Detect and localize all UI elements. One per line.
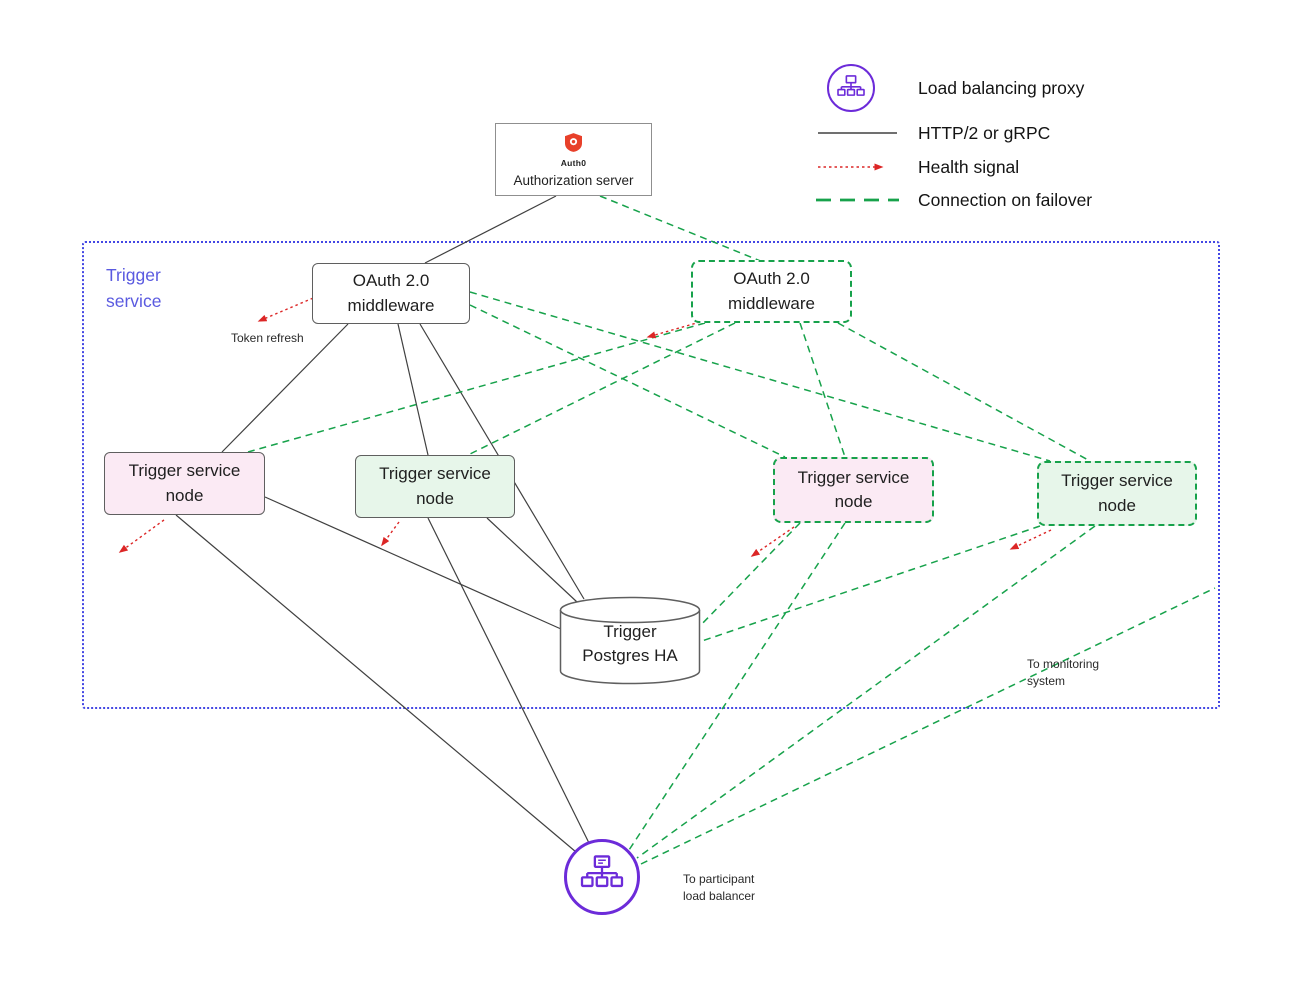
trigger-postgres-ha-node: Trigger Postgres HA [559,596,701,686]
authorization-server-node: Auth0 Authorization server [495,123,652,196]
health-signal-edges [118,163,1052,557]
oauth-middleware-failover-node: OAuth 2.0 middleware [691,260,852,323]
postgres-label-line1: Trigger [603,622,657,641]
to-monitoring-line1: To monitoring [1027,657,1100,671]
trigger-node-3-line2: node [834,492,873,511]
trigger-node-4-line1: Trigger service [1061,471,1173,491]
oauth-primary-label-line1: OAuth 2.0 [352,271,430,291]
trigger-service-node-4: Trigger service node [1037,461,1197,526]
trigger-node-4-line2: node [1098,495,1136,515]
to-monitoring-note: To monitoring system [1027,656,1099,691]
trigger-node-1-line2: node [165,485,204,505]
postgres-label-line2: Postgres HA [582,646,678,666]
to-participant-line1: To participant [683,872,755,886]
trigger-node-1-line1: Trigger service [128,461,241,481]
authorization-server-label: Authorization server [513,173,634,188]
trigger-service-boundary [82,241,1220,709]
database-cylinder-icon [559,596,701,685]
auth0-logo-icon [565,133,582,157]
failover-edges [247,195,1216,865]
oauth-middleware-primary-node: OAuth 2.0 middleware [312,263,470,324]
auth0-logo-text: Auth0 [560,158,587,168]
to-participant-note: To participant load balancer [683,871,755,906]
oauth-failover-label-line2: middleware [728,293,815,313]
to-participant-line2: load balancer [683,889,756,904]
oauth-failover-label-line1: OAuth 2.0 [733,269,810,289]
trigger-service-label-line1: Trigger [106,265,161,285]
trigger-node-2-line2: node [416,488,454,508]
http2-grpc-edges [175,132,897,853]
legend-load-balancer-icon [827,64,875,112]
postgres-label: Trigger Postgres HA [559,620,701,668]
trigger-service-node-3: Trigger service node [773,457,934,523]
token-refresh-note: Token refresh [231,331,304,345]
oauth-primary-label-line2: middleware [347,295,435,315]
trigger-service-label: Trigger service [106,262,161,315]
load-balancer-icon [579,854,625,900]
legend-label-load-balancing-proxy: Load balancing proxy [918,78,1085,98]
participant-load-balancer-node [564,839,640,915]
trigger-service-node-2: Trigger service node [355,455,515,518]
legend-label-health-signal: Health signal [918,157,1020,177]
trigger-node-2-line1: Trigger service [379,464,491,484]
to-monitoring-line2: system [1027,674,1066,689]
trigger-service-label-line2: service [106,291,162,312]
trigger-node-3-line1: Trigger service [797,467,910,487]
legend-label-connection-failover: Connection on failover [918,190,1093,210]
trigger-service-node-1: Trigger service node [104,452,265,515]
legend-label-http2-grpc: HTTP/2 or gRPC [918,123,1051,143]
